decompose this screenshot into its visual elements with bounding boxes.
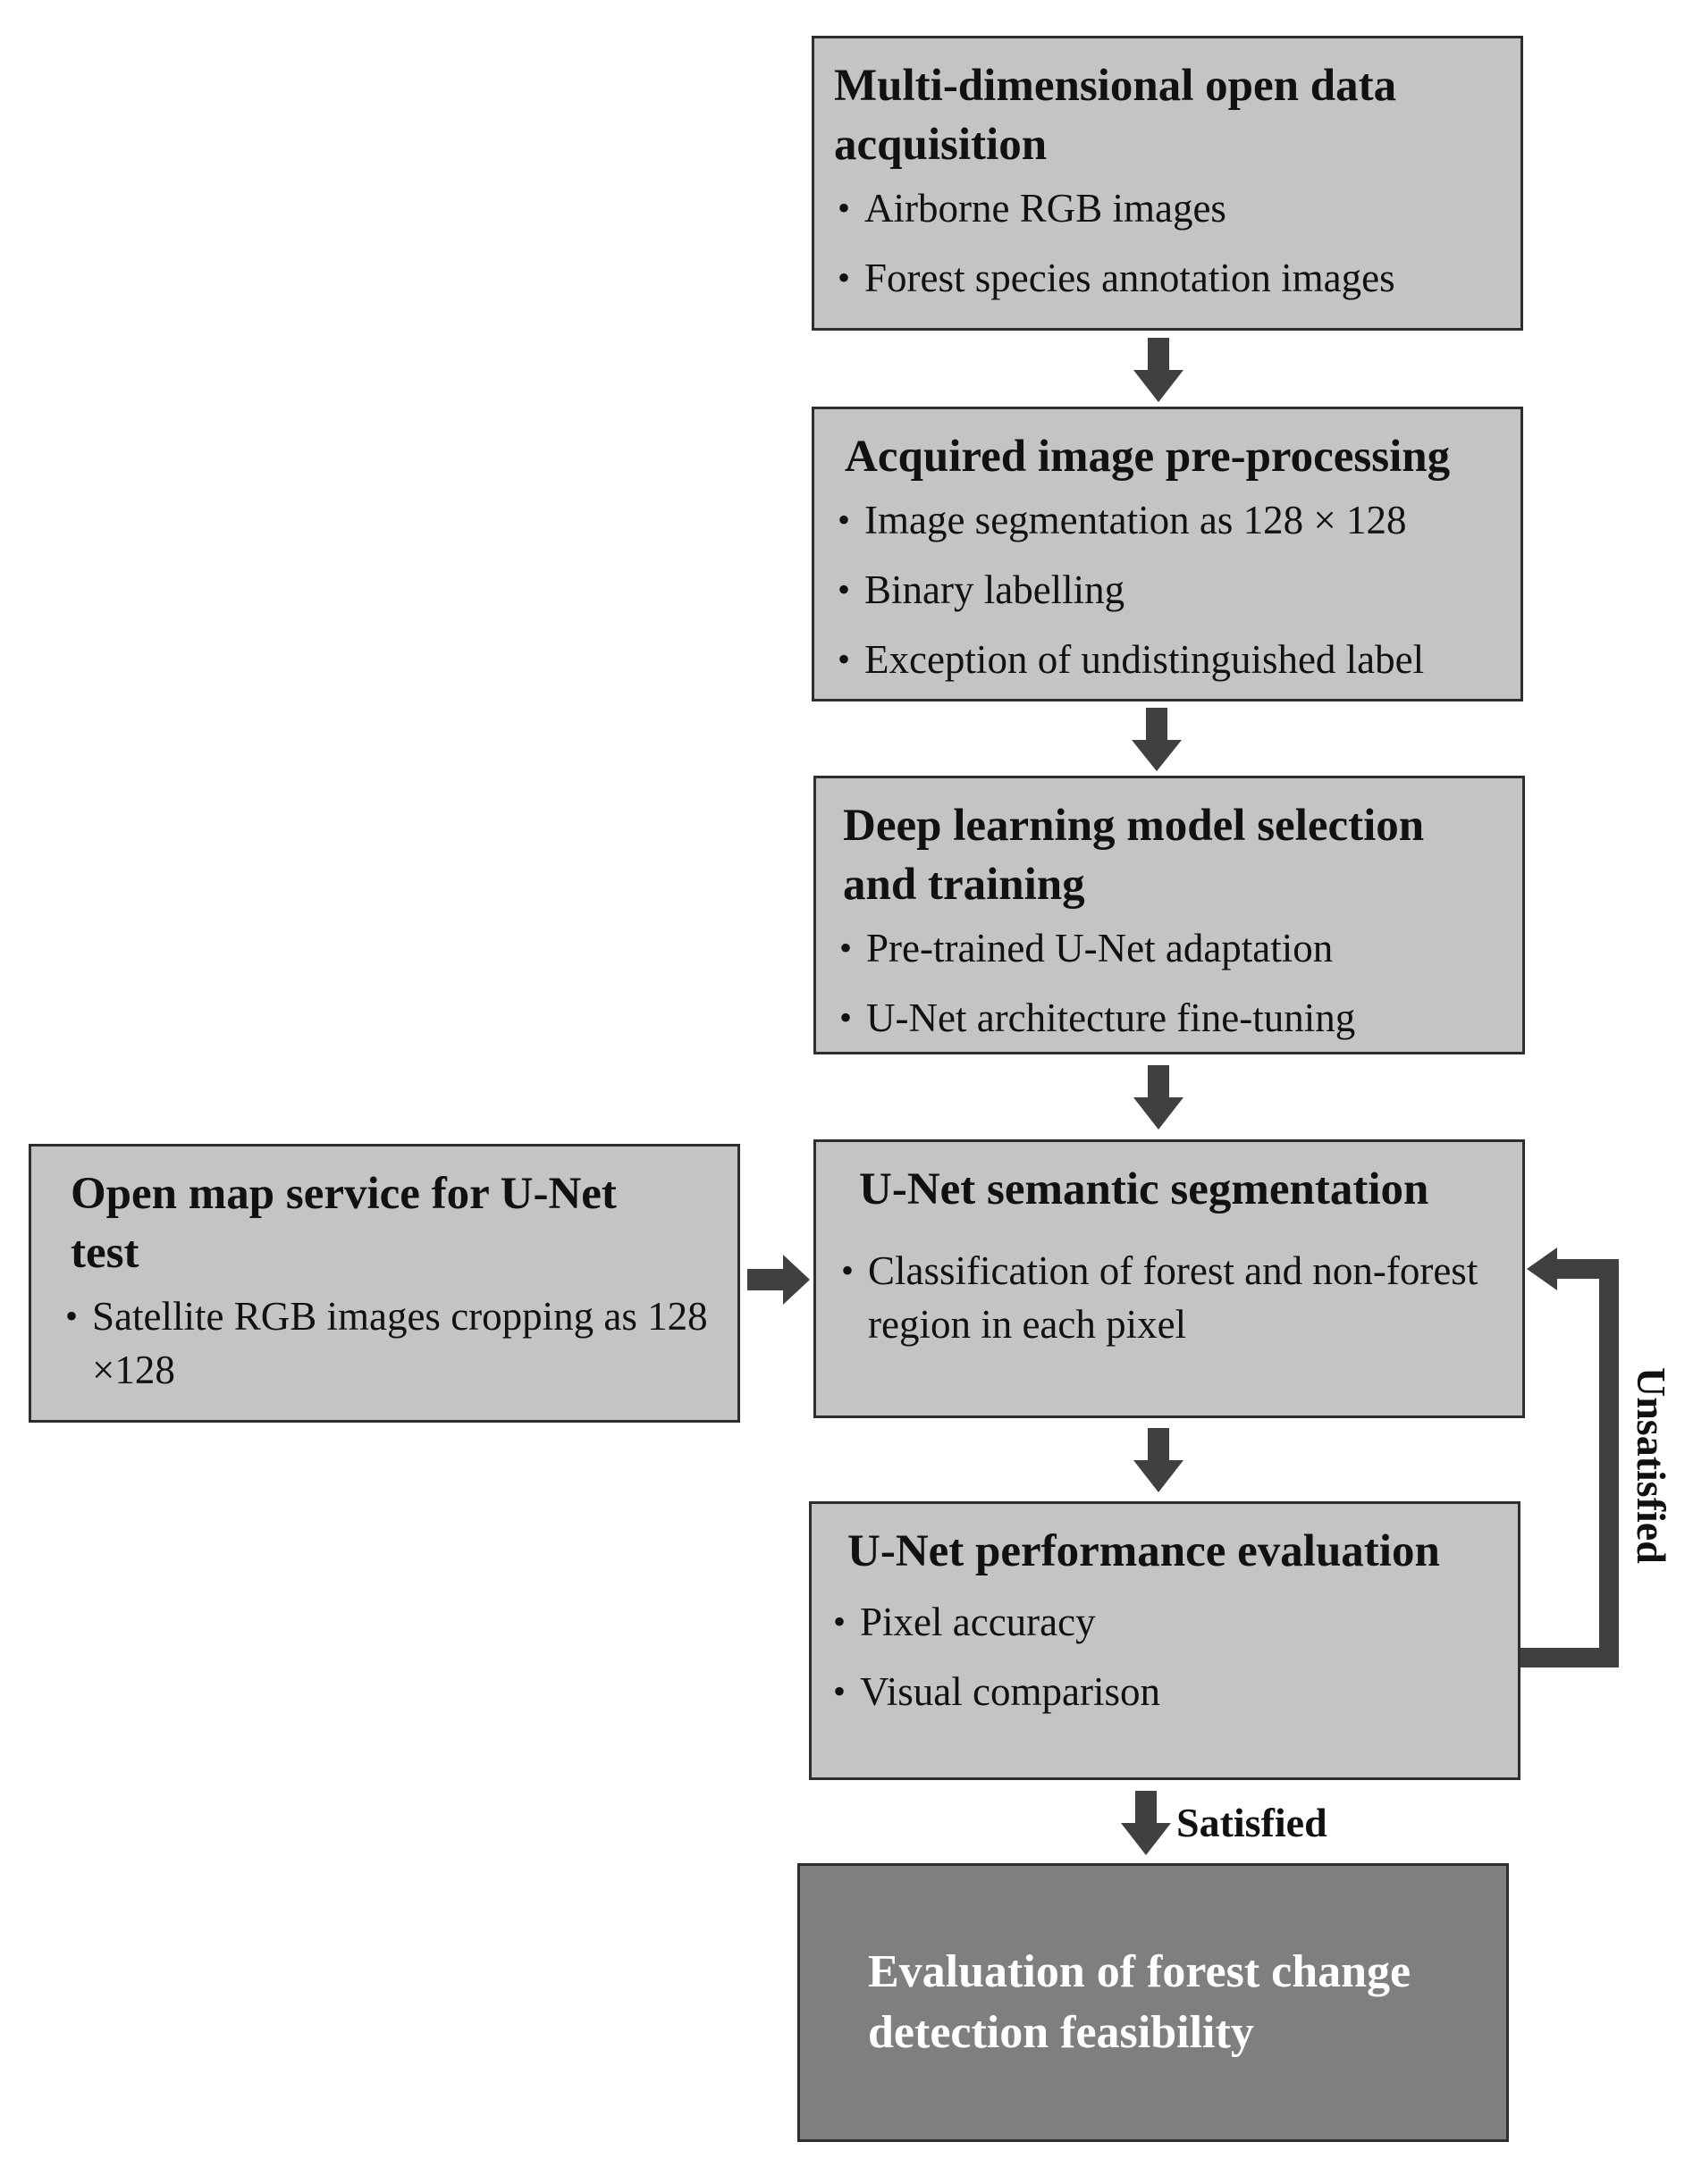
bullet-icon: • xyxy=(833,1671,846,1711)
list-item: •Airborne RGB images xyxy=(834,181,1501,235)
box-model-selection: Deep learning model selection and traini… xyxy=(813,776,1525,1054)
bullet-icon: • xyxy=(838,257,851,298)
box-data-acquisition: Multi-dimensional open data acquisition … xyxy=(812,36,1523,331)
box-final-evaluation: Evaluation of forest change detection fe… xyxy=(797,1863,1509,2142)
bullet-icon: • xyxy=(838,188,851,228)
item-list: •Pixel accuracy •Visual comparison xyxy=(830,1595,1498,1718)
box-title: Acquired image pre-processing xyxy=(845,432,1451,482)
list-item: •Binary labelling xyxy=(834,563,1501,617)
left-arrow-icon xyxy=(1527,1247,1557,1290)
item-list: •Classification of forest and non-forest… xyxy=(838,1244,1503,1351)
box-title: Deep learning model selection and traini… xyxy=(843,801,1425,910)
right-arrow-icon xyxy=(747,1255,810,1305)
bullet-icon: • xyxy=(838,569,851,609)
bullet-icon: • xyxy=(839,997,853,1037)
bullet-icon: • xyxy=(833,1601,846,1642)
list-item: •Exception of undistinguished label xyxy=(834,633,1501,686)
list-item: •Image segmentation as 128 × 128 xyxy=(834,493,1501,547)
bullet-icon: • xyxy=(838,639,851,679)
box-title: Evaluation of forest change detection fe… xyxy=(868,1946,1411,2058)
bullet-icon: • xyxy=(838,500,851,540)
satisfied-label: Satisfied xyxy=(1176,1800,1327,1845)
list-item: •Forest species annotation images xyxy=(834,251,1501,305)
list-item: •Classification of forest and non-forest… xyxy=(838,1244,1485,1351)
unsatisfied-label: Unsatisfied xyxy=(1629,1367,1674,1564)
down-arrow-icon xyxy=(1132,708,1182,771)
down-arrow-icon xyxy=(1121,1791,1171,1855)
list-item: •Pre-trained U-Net adaptation xyxy=(836,921,1503,975)
bullet-icon: • xyxy=(839,928,853,968)
down-arrow-icon xyxy=(1133,338,1183,402)
bullet-icon: • xyxy=(841,1250,855,1290)
list-item: •Visual comparison xyxy=(830,1665,1498,1718)
item-list: •Satellite RGB images cropping as 128 ×1… xyxy=(62,1289,718,1397)
box-open-map-service: Open map service for U-Net test •Satelli… xyxy=(29,1144,740,1423)
down-arrow-icon xyxy=(1133,1065,1183,1130)
box-title: Open map service for U-Net test xyxy=(71,1169,617,1278)
item-list: •Airborne RGB images •Forest species ann… xyxy=(834,181,1501,305)
item-list: •Image segmentation as 128 × 128 •Binary… xyxy=(834,493,1501,686)
list-item: •Satellite RGB images cropping as 128 ×1… xyxy=(62,1289,718,1397)
list-item: •U-Net architecture fine-tuning xyxy=(836,991,1503,1045)
box-semantic-segmentation: U-Net semantic segmentation •Classificat… xyxy=(813,1139,1525,1418)
down-arrow-icon xyxy=(1133,1428,1183,1492)
box-title: U-Net performance evaluation xyxy=(847,1526,1440,1576)
feedback-loop-line xyxy=(1520,1259,1619,1667)
box-performance-evaluation: U-Net performance evaluation •Pixel accu… xyxy=(809,1501,1520,1780)
bullet-icon: • xyxy=(65,1296,79,1336)
list-item: •Pixel accuracy xyxy=(830,1595,1498,1649)
box-title: Multi-dimensional open data acquisition xyxy=(834,61,1397,170)
box-title: U-Net semantic segmentation xyxy=(859,1164,1429,1214)
box-pre-processing: Acquired image pre-processing •Image seg… xyxy=(812,407,1523,701)
item-list: •Pre-trained U-Net adaptation •U-Net arc… xyxy=(836,921,1503,1045)
